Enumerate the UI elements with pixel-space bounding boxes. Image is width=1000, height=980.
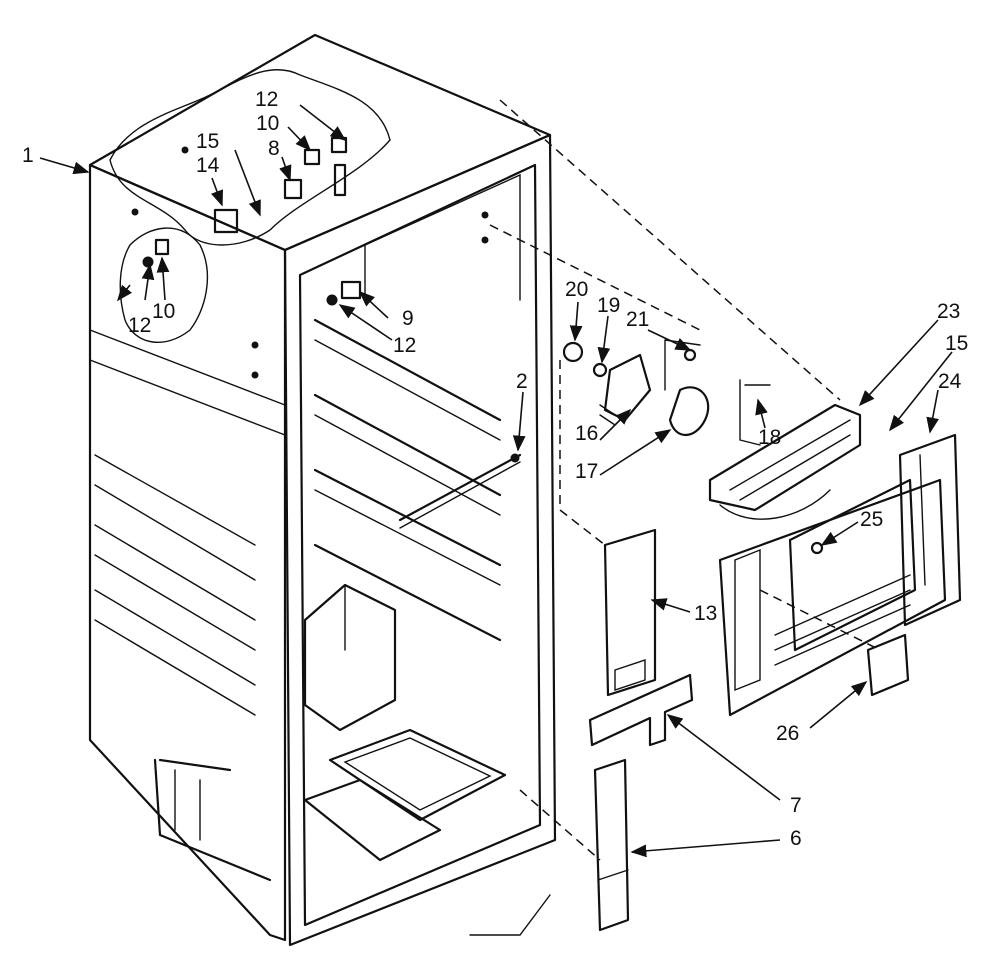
label-part-25: 25 — [860, 508, 883, 531]
label-part-17: 17 — [575, 460, 598, 483]
label-part-1: 1 — [22, 144, 34, 167]
top-controls — [131, 136, 489, 379]
callout-arrows — [39, 104, 953, 936]
cabinet-shell — [88, 33, 552, 942]
loose-panels — [588, 528, 694, 932]
label-part-26: 26 — [776, 722, 799, 745]
label-part-12-top: 12 — [255, 88, 278, 111]
label-part-10-top: 10 — [256, 112, 279, 135]
label-part-23: 23 — [937, 300, 960, 323]
label-part-12-inner: 12 — [393, 334, 416, 357]
label-part-16: 16 — [575, 422, 598, 445]
leader-lines — [489, 99, 881, 861]
label-part-15-top: 15 — [196, 130, 219, 153]
label-part-12-left: 12 — [128, 314, 151, 337]
label-part-13: 13 — [694, 602, 717, 625]
label-part-24: 24 — [938, 370, 962, 393]
part-labels: 1 12 10 15 8 14 12 10 9 12 2 20 19 21 23… — [22, 88, 968, 850]
label-part-20: 20 — [565, 278, 588, 301]
label-part-14: 14 — [196, 154, 220, 177]
control-assembly — [562, 339, 962, 717]
label-part-10-left: 10 — [152, 300, 175, 323]
label-part-7: 7 — [790, 794, 802, 817]
label-part-8: 8 — [268, 137, 280, 160]
label-part-6: 6 — [790, 827, 802, 850]
label-part-2: 2 — [516, 370, 528, 393]
label-part-15-right: 15 — [945, 332, 968, 355]
label-part-9: 9 — [402, 307, 414, 330]
label-part-19: 19 — [597, 294, 620, 317]
cabinet-liner — [283, 133, 557, 947]
label-part-18: 18 — [758, 426, 781, 449]
label-part-21: 21 — [626, 308, 649, 331]
